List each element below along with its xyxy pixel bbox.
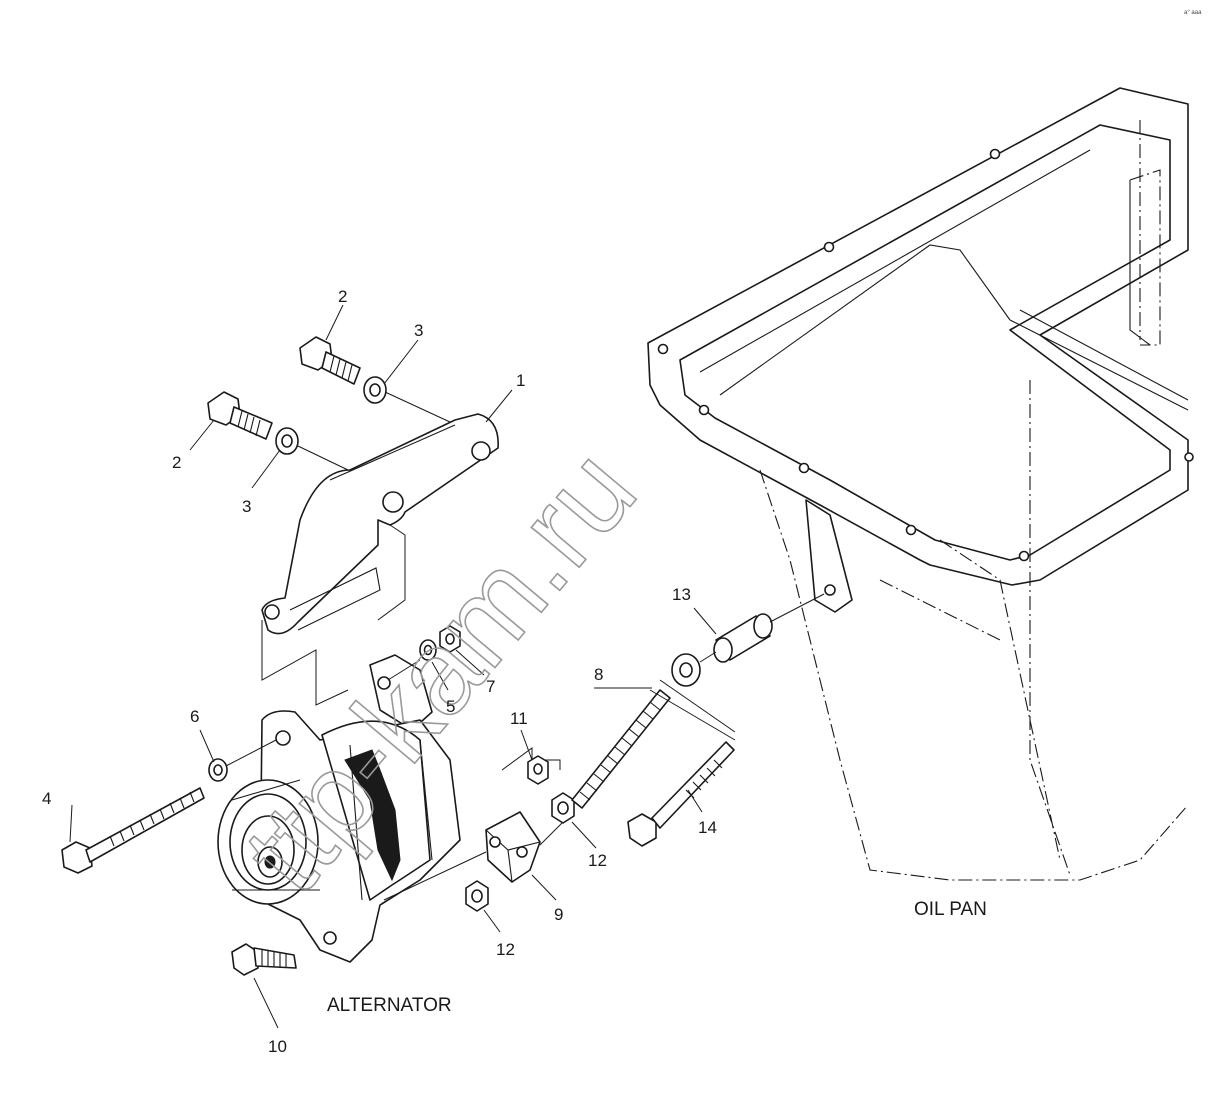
callout-9: 9 (554, 905, 563, 924)
callout-2-lower: 2 (172, 453, 181, 472)
callout-14: 14 (698, 818, 717, 837)
bolt-14 (627, 741, 735, 847)
corner-mark: a° aaa (1184, 10, 1202, 16)
bushing (671, 653, 701, 687)
callout-6: 6 (190, 707, 199, 726)
callout-11: 11 (510, 709, 528, 728)
washer-5 (419, 639, 437, 661)
callout-numbers: 1 2 2 3 3 4 5 6 7 8 9 10 11 12 12 13 14 (42, 287, 717, 1056)
callout-2-upper: 2 (338, 287, 347, 306)
callout-8: 8 (594, 665, 603, 684)
alternator (217, 654, 461, 963)
callout-12-lower: 12 (496, 940, 515, 959)
callout-7: 7 (486, 677, 495, 696)
callout-5: 5 (446, 697, 455, 716)
callout-3-upper: 3 (414, 321, 423, 340)
spacer-13 (713, 613, 773, 663)
callout-3-lower: 3 (242, 497, 251, 516)
washer-3-lower (275, 427, 299, 455)
nut-7 (439, 625, 461, 653)
callout-leaders (69, 304, 717, 1029)
alternator-bracket (261, 413, 499, 706)
flange-bolt-holes (657, 148, 1194, 562)
callout-4: 4 (42, 789, 51, 808)
bolt-4 (61, 787, 205, 874)
washer-3-upper (363, 376, 387, 404)
nut-11 (527, 755, 549, 785)
washer-6 (208, 758, 228, 782)
bolt-10 (231, 943, 297, 976)
oil-pan (647, 87, 1194, 881)
nut-12-upper (551, 792, 575, 824)
oil-pan-label: OIL PAN (914, 899, 987, 920)
callout-12-upper: 12 (588, 851, 607, 870)
nut-12-lower (465, 880, 489, 912)
bolt-2-upper (299, 336, 361, 385)
adjuster-block-9 (485, 811, 541, 883)
alternator-label: ALTERNATOR (327, 995, 452, 1016)
callout-10: 10 (268, 1037, 287, 1056)
bolt-2-lower (207, 391, 273, 440)
callout-13: 13 (672, 585, 691, 604)
adjusting-bolt-8 (571, 689, 671, 809)
callout-1: 1 (516, 371, 525, 390)
